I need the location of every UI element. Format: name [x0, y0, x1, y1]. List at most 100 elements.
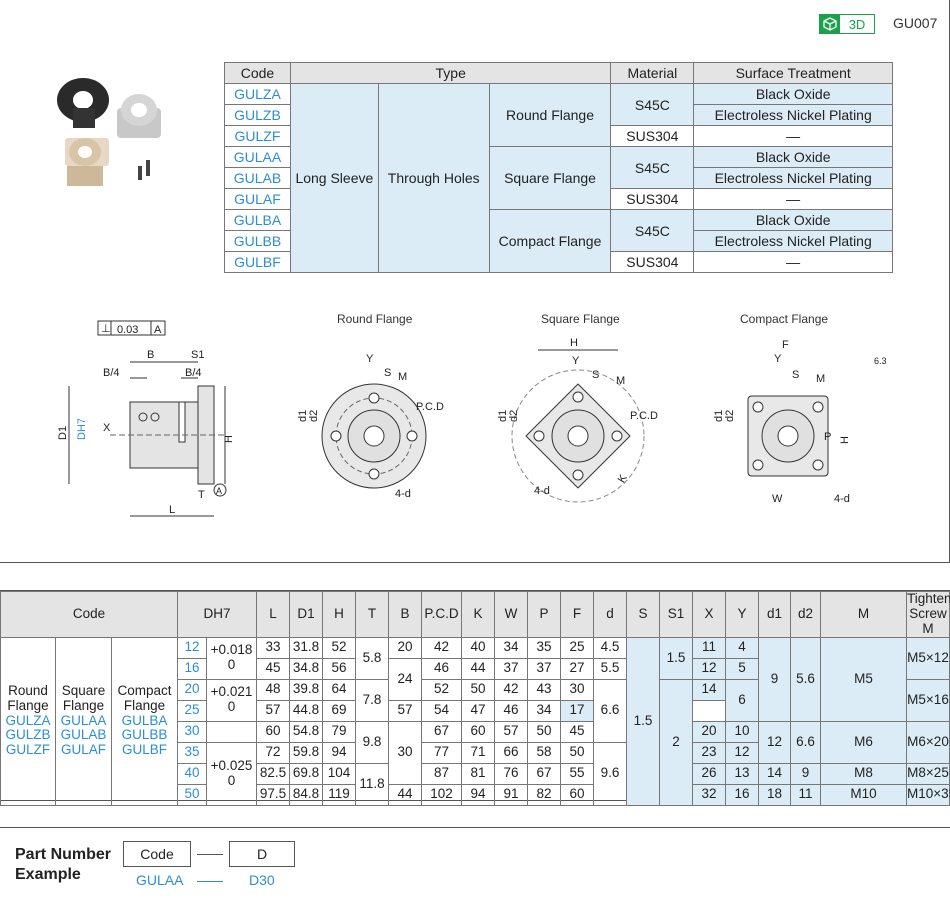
code-cell: GULBA [224, 209, 291, 231]
treatment-cell: Electroless Nickel Plating [693, 104, 893, 126]
H-cell: 69 [322, 699, 357, 722]
F-cell: 34 [527, 699, 562, 722]
header-PCD: P.C.D [421, 591, 463, 638]
d2-cell: 11 [790, 783, 822, 806]
screw-cell: M5×16 [906, 678, 950, 722]
dim-M: M [616, 375, 625, 387]
Y-cell: 10 [725, 720, 760, 743]
dim-S: S [384, 367, 391, 379]
F-cell: 50 [560, 741, 595, 764]
separator-dash [197, 854, 223, 855]
tolerance-value: 0.03 [117, 324, 138, 336]
T-cell: 5.8 [355, 636, 390, 680]
dim-DH7: DH7 [76, 418, 88, 440]
material-cell: SUS304 [610, 125, 695, 147]
dim-D1: D1 [57, 426, 69, 440]
square-flange-caption: Square Flange [541, 312, 620, 326]
K-cell: 71 [461, 741, 496, 764]
code-cell: GULBB [224, 230, 291, 252]
dim-Y: Y [572, 355, 580, 367]
header-P: P [527, 591, 562, 638]
dim-X: X [103, 422, 111, 434]
D-cell: 12 [177, 636, 207, 659]
d1-cell: 18 [758, 783, 792, 806]
d1-cell: 9 [758, 636, 792, 722]
W-cell: 66 [494, 741, 529, 764]
D1-cell: 44.8 [289, 699, 324, 722]
flange-cell: Square Flange [488, 146, 612, 210]
cube-icon [820, 15, 840, 33]
dim-B: B [147, 349, 154, 361]
treatment-cell: — [693, 188, 893, 210]
L-cell: 72 [256, 741, 291, 764]
dim-S: S [592, 369, 599, 381]
K-cell: 94 [461, 783, 496, 806]
code-example: GULAA [136, 872, 184, 888]
Y-cell: 13 [725, 762, 760, 785]
W-cell: 76 [494, 762, 529, 785]
L-cell: 82.5 [256, 762, 291, 785]
Y-cell: 6 [725, 678, 760, 722]
D-cell: 35 [177, 741, 207, 764]
header-D1: D1 [289, 591, 324, 638]
L-cell: 48 [256, 678, 291, 701]
dim-F: F [782, 339, 789, 351]
code-cell: GULZF [224, 125, 291, 147]
X-cell: 11 [692, 636, 727, 659]
sleeve-cell: Long Sleeve [289, 83, 379, 273]
dim-P: P [824, 431, 831, 443]
Y-cell: 5 [725, 657, 760, 680]
code-cell: GULZA [224, 83, 291, 105]
datum-A-label: A [216, 486, 222, 496]
d-cell: 9.6 [593, 741, 628, 806]
F-cell: 45 [560, 720, 595, 743]
dim-Y: Y [366, 353, 374, 365]
d2-cell: 9 [790, 762, 822, 785]
dim-H: H [223, 435, 235, 443]
L-cell: 33 [256, 636, 291, 659]
screw-cell: M8×25 [906, 762, 950, 785]
header-d1: d1 [758, 591, 792, 638]
L-cell: 97.5 [256, 783, 291, 806]
code-cell: GULAF [224, 188, 291, 210]
dim-4d: 4-d [395, 488, 411, 500]
D1-cell: 54.8 [289, 720, 324, 743]
W-cell: 57 [494, 720, 529, 743]
X-cell: 26 [692, 762, 727, 785]
Y-cell: 16 [725, 783, 760, 806]
PCD-cell: 52 [421, 678, 463, 701]
dim-B4-left: B/4 [103, 367, 120, 379]
H-cell: 52 [322, 636, 357, 659]
W-cell: 91 [494, 783, 529, 806]
D-cell: 30 [177, 720, 207, 743]
d2-cell: 5.6 [790, 636, 822, 722]
holes-cell: Through Holes [377, 83, 490, 273]
B-cell: 30 [388, 720, 423, 785]
code-cell: GULBF [224, 251, 291, 273]
K-cell: 40 [461, 636, 496, 659]
W-cell: 37 [494, 657, 529, 680]
screw-cell: M10×35 [906, 783, 950, 806]
d2-cell: 6.6 [790, 720, 822, 764]
B-cell: 44 [388, 783, 423, 806]
Y-cell: 12 [725, 741, 760, 764]
compact-flange-caption: Compact Flange [740, 312, 829, 326]
dim-M: M [816, 373, 825, 385]
header-T: T [355, 591, 390, 638]
PCD-cell: 57 [388, 699, 423, 722]
header-X: X [692, 591, 727, 638]
header-DH7: DH7 [176, 591, 258, 638]
K-cell: 44 [461, 657, 496, 680]
roughness-symbol: 6.3 [874, 356, 887, 366]
header-d2: d2 [790, 591, 822, 638]
datum-label: A [154, 324, 162, 336]
dim-4d: 4-d [834, 493, 850, 505]
header-B: B [388, 591, 423, 638]
3d-badge[interactable]: 3D [819, 14, 875, 34]
P-cell: 37 [527, 657, 562, 680]
header-screw: Tightening Screw M [906, 591, 950, 638]
